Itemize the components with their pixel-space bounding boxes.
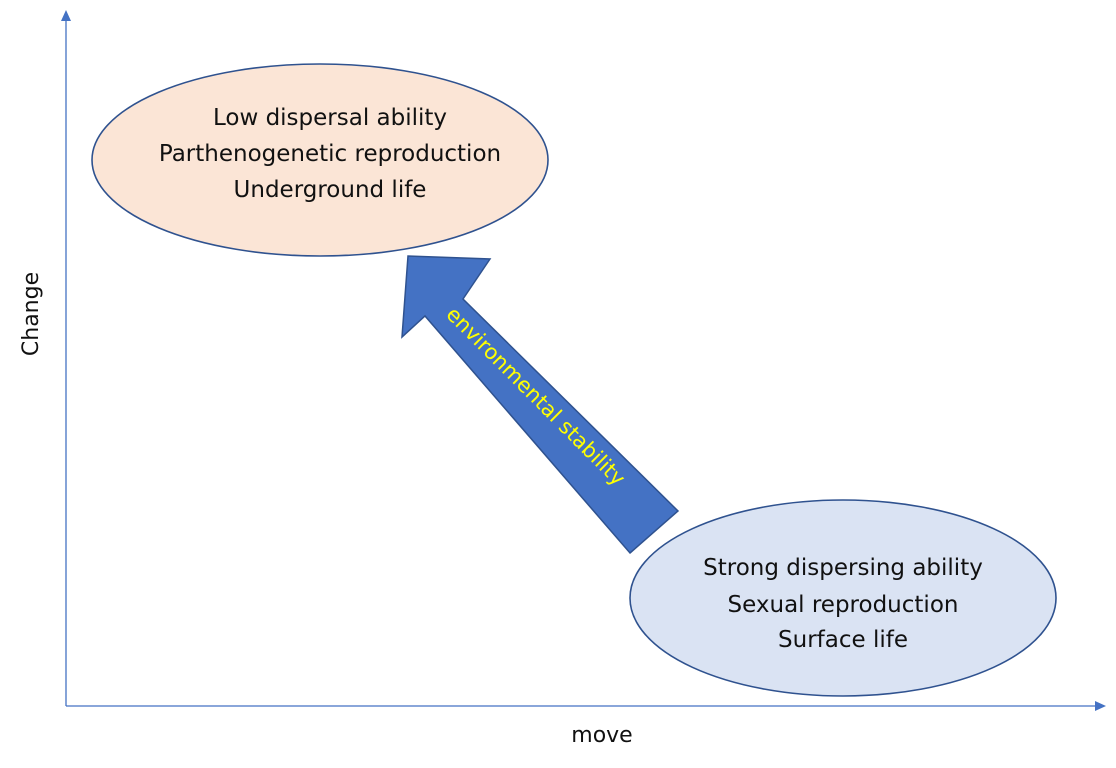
- strong-dispersing-line-3: Surface life: [778, 627, 908, 653]
- environmental-stability-arrow: environmental stability: [401, 255, 680, 555]
- stability-arrow-shape: [401, 255, 680, 555]
- strong-dispersing-line-2: Sexual reproduction: [728, 592, 959, 618]
- low-dispersal-line-2: Parthenogenetic reproduction: [159, 141, 501, 167]
- y-axis: [61, 10, 71, 706]
- low-dispersal-line-3: Underground life: [234, 177, 427, 203]
- low-dispersal-line-1: Low dispersal ability: [213, 105, 447, 131]
- x-axis-title: move: [571, 723, 632, 748]
- low-dispersal-ellipse: [91, 63, 549, 257]
- y-axis-title: Change: [19, 272, 44, 356]
- strong-dispersing-line-1: Strong dispersing ability: [703, 555, 983, 581]
- x-axis: [66, 701, 1106, 711]
- stability-arrow-label: environmental stability: [441, 302, 630, 491]
- strong-dispersing-ellipse: [629, 499, 1057, 697]
- y-axis-arrowhead: [61, 10, 71, 21]
- strong-dispersing-node: Strong dispersing ability Sexual reprodu…: [629, 499, 1057, 697]
- low-dispersal-node: Low dispersal ability Parthenogenetic re…: [91, 63, 549, 257]
- x-axis-arrowhead: [1095, 701, 1106, 711]
